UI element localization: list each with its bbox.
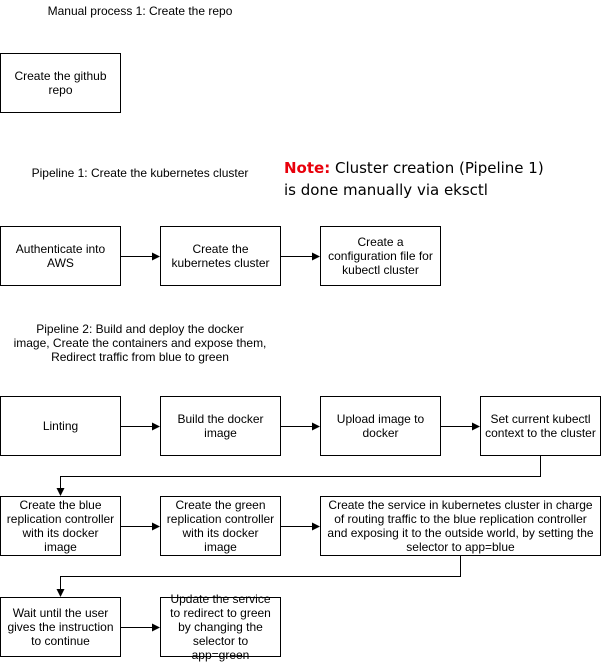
- blue-rc-box: Create the blue replication controller w…: [0, 496, 121, 556]
- linting-box: Linting: [0, 396, 121, 456]
- note-text-1: Cluster creation (Pipeline 1): [330, 159, 544, 177]
- pipeline-2-title-line-2: image, Create the containers and expose …: [13, 336, 267, 350]
- pipeline-2-title-line-1: Pipeline 2: Build and deploy the docker: [36, 322, 244, 336]
- note: Note: Cluster creation (Pipeline 1) is d…: [284, 157, 584, 201]
- arrow-context-to-blue: [56, 456, 541, 496]
- authenticate-aws-box: Authenticate into AWS: [0, 226, 121, 286]
- create-service-box: Create the service in kubernetes cluster…: [320, 496, 601, 556]
- pipeline-2-title: Pipeline 2: Build and deploy the docker …: [0, 322, 280, 364]
- pipeline-2-title-line-3: Redirect traffic from blue to green: [51, 350, 229, 364]
- create-cluster-box: Create the kubernetes cluster: [160, 226, 281, 286]
- green-rc-box: Create the green replication controller …: [160, 496, 281, 556]
- manual-process-title: Manual process 1: Create the repo: [47, 4, 233, 18]
- upload-image-box: Upload image to docker: [320, 396, 441, 456]
- create-config-box: Create a configuration file for kubectl …: [320, 226, 441, 286]
- build-image-box: Build the docker image: [160, 396, 281, 456]
- note-line-2: is done manually via eksctl: [284, 181, 488, 199]
- wait-user-box: Wait until the user gives the instructio…: [0, 597, 121, 657]
- note-label: Note:: [284, 159, 331, 177]
- pipeline-1-title: Pipeline 1: Create the kubernetes cluste…: [31, 166, 249, 180]
- set-context-box: Set current kubectl context to the clust…: [480, 396, 601, 456]
- arrow-service-to-wait: [56, 556, 461, 597]
- create-repo-box: Create the github repo: [0, 53, 121, 113]
- note-line-1: Note: Cluster creation (Pipeline 1): [284, 157, 584, 179]
